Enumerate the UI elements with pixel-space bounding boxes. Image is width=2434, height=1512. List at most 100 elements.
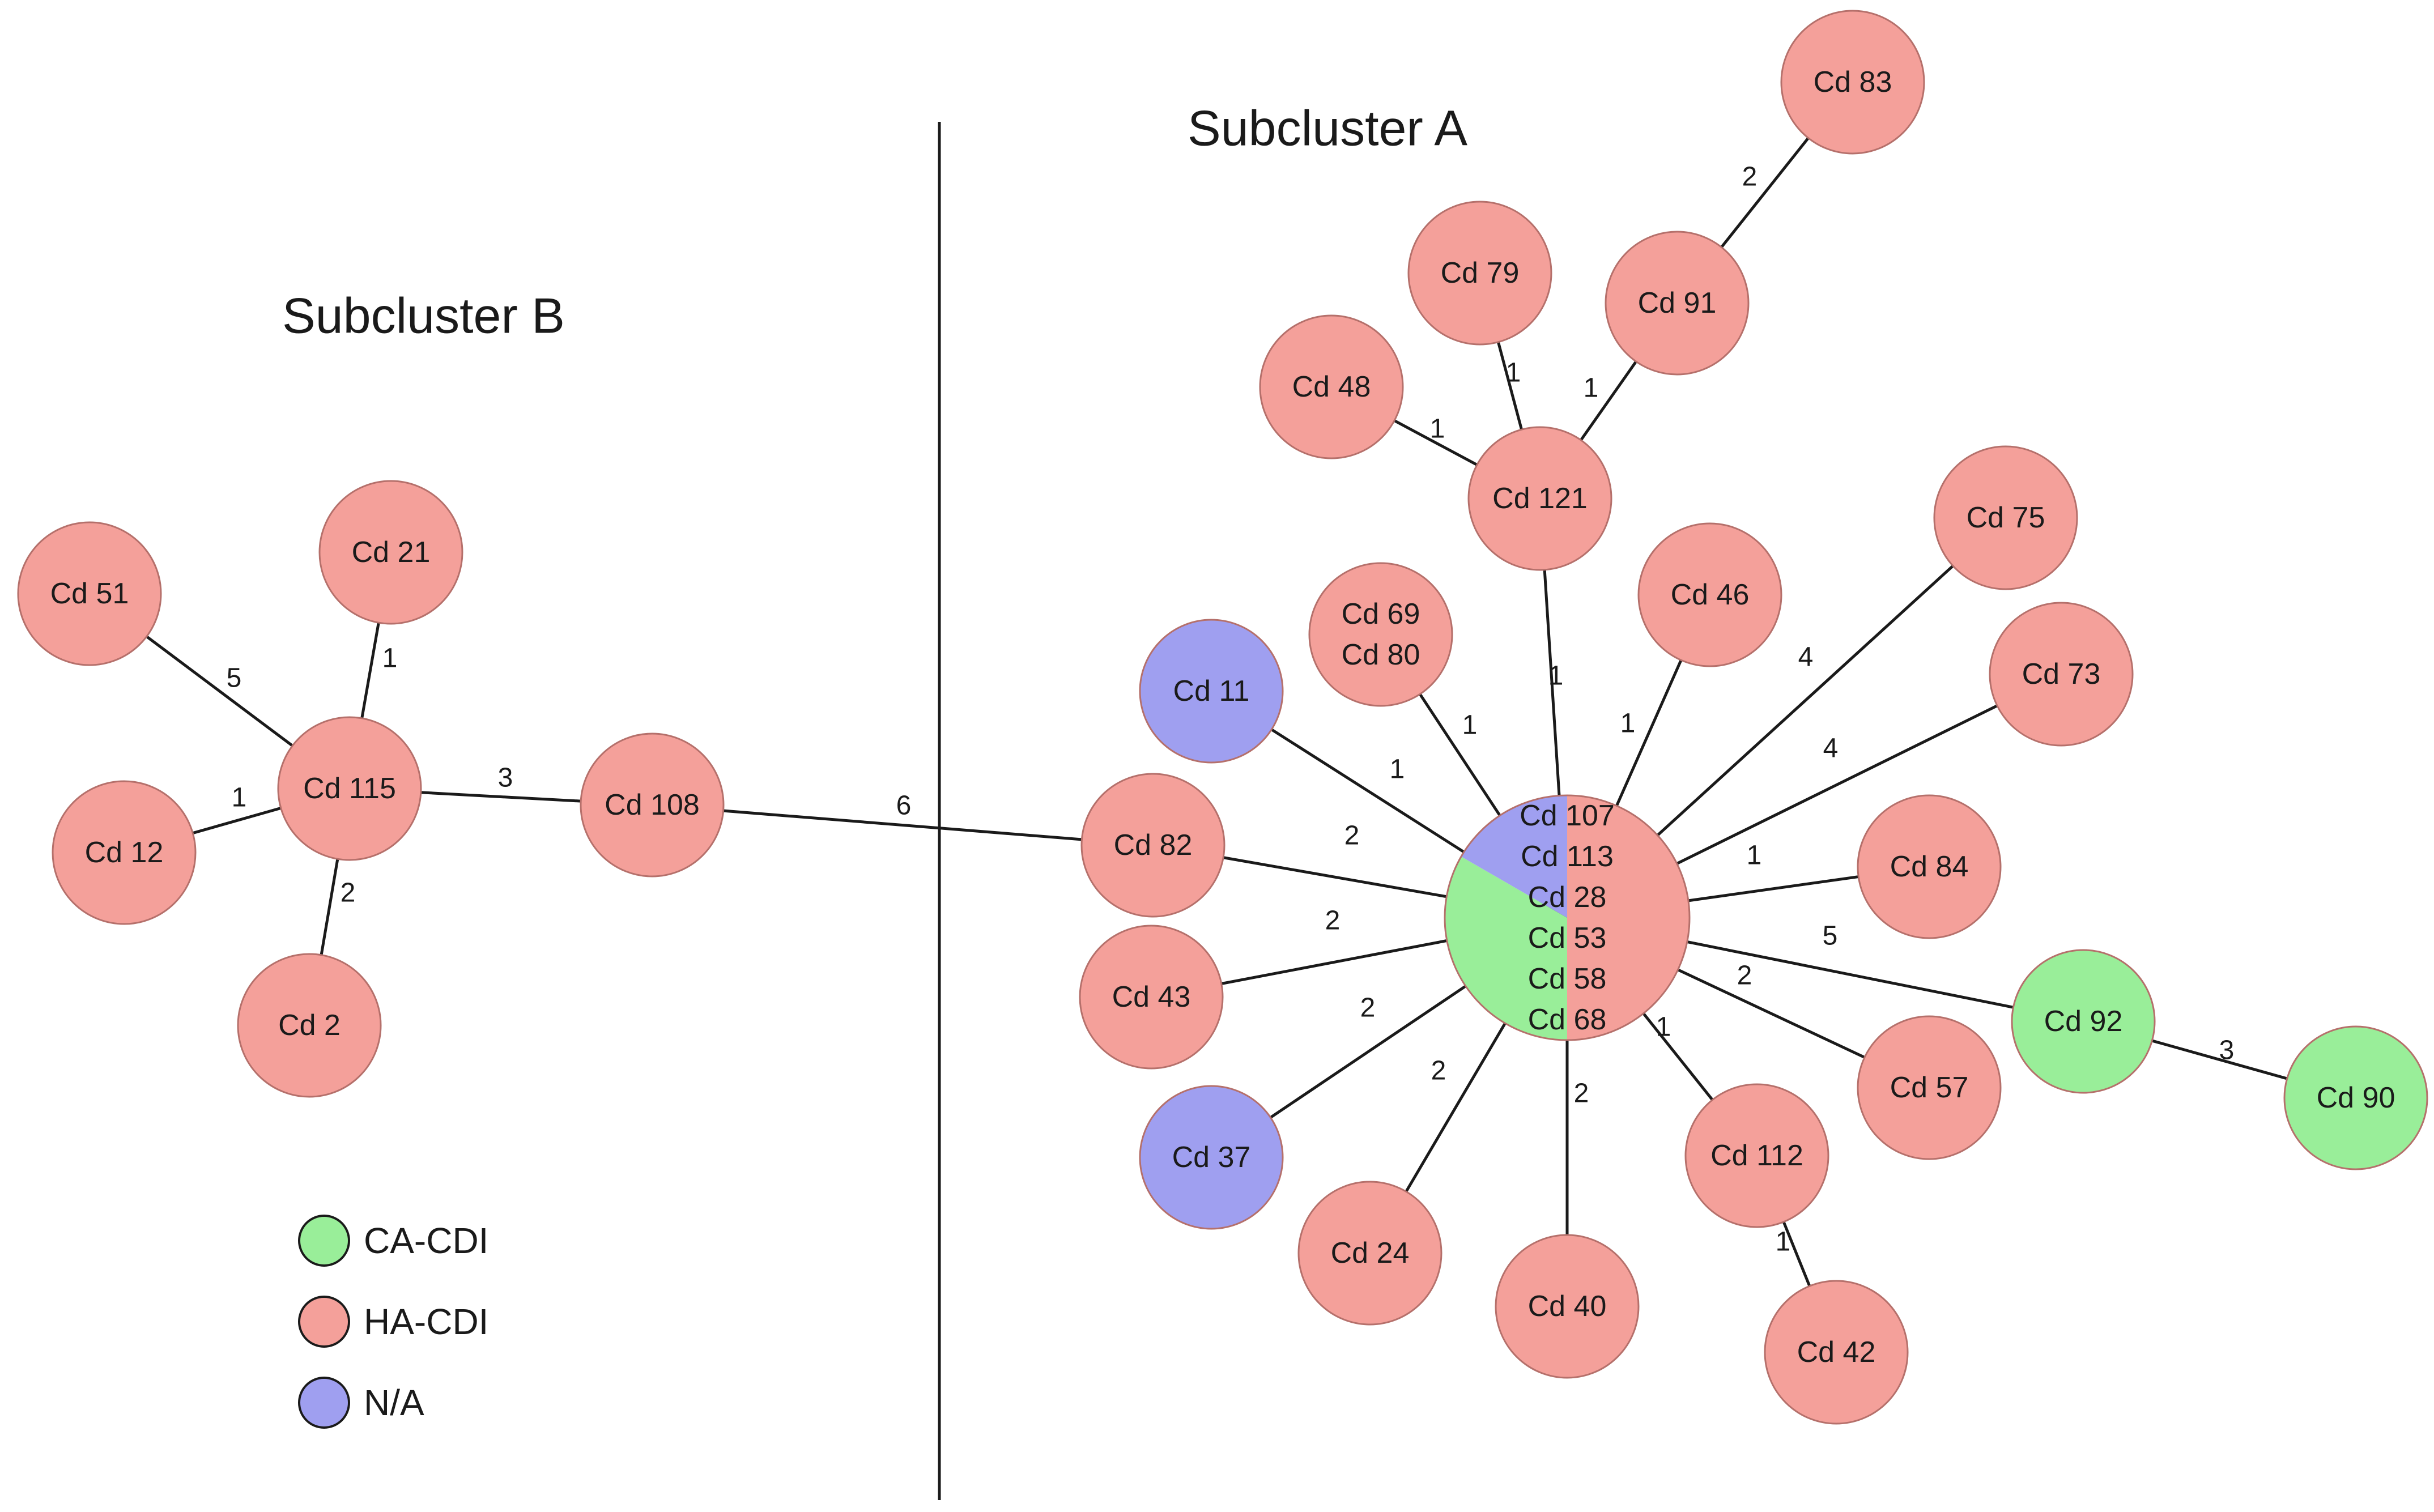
node-label: Cd 115	[303, 772, 396, 805]
node-circle	[52, 780, 197, 925]
edge-label-hub-cd11: 1	[1390, 755, 1405, 785]
node-label: Cd 121	[1492, 482, 1588, 515]
node-cd42[interactable]: Cd 42	[1764, 1280, 1909, 1425]
node-label: Cd 92	[2044, 1005, 2123, 1038]
node-cd91[interactable]: Cd 91	[1605, 231, 1750, 376]
node-label: Cd 90	[2317, 1081, 2395, 1114]
edge-label-cd121-cd79: 1	[1506, 358, 1521, 388]
edge-label-hub-cd82: 2	[1344, 821, 1360, 851]
edge-label-cd108-cd115: 3	[498, 763, 513, 793]
node-circle	[1933, 445, 2078, 590]
legend-swatch	[298, 1377, 350, 1429]
subcluster-a-title: Subcluster A	[1188, 100, 1467, 156]
node-cd121[interactable]: Cd 121	[1467, 426, 1612, 571]
node-cd82[interactable]: Cd 82	[1080, 773, 1225, 918]
node-cd115[interactable]: Cd 115	[277, 716, 422, 861]
node-label: Cd 46	[1671, 578, 1750, 611]
node-label: Cd 53	[1528, 922, 1607, 955]
node-cd43[interactable]: Cd 43	[1079, 925, 1224, 1070]
node-circle	[1857, 794, 2002, 939]
node-cd69-80[interactable]: Cd 69 Cd 80	[1308, 562, 1453, 707]
node-cd24[interactable]: Cd 24	[1297, 1181, 1442, 1326]
node-circle	[1989, 602, 2134, 747]
node-cd11[interactable]: Cd 11	[1139, 619, 1284, 764]
node-cd84[interactable]: Cd 84	[1857, 794, 2002, 939]
node-circle	[580, 732, 725, 878]
edge-label-hub-cd69_80: 1	[1462, 710, 1478, 740]
edge-label-hub-cd57: 2	[1737, 961, 1752, 991]
legend-label: HA-CDI	[364, 1301, 488, 1342]
node-cd79[interactable]: Cd 79	[1407, 201, 1552, 346]
node-label: Cd 21	[352, 536, 431, 569]
node-label: Cd 107	[1520, 799, 1615, 832]
node-cd73[interactable]: Cd 73	[1989, 602, 2134, 747]
node-label: Cd 80	[1342, 638, 1420, 671]
node-cd51[interactable]: Cd 51	[17, 521, 162, 666]
node-label: Cd 84	[1890, 850, 1969, 883]
node-label: Cd 73	[2022, 658, 2101, 691]
node-cd40[interactable]: Cd 40	[1495, 1234, 1640, 1379]
edge-label-hub-cd73: 4	[1823, 734, 1839, 764]
node-label: Cd 2	[278, 1009, 341, 1042]
node-circle	[17, 521, 162, 666]
legend-swatch	[298, 1296, 350, 1348]
node-label: Cd 91	[1638, 287, 1717, 320]
node-cd92[interactable]: Cd 92	[2011, 949, 2156, 1094]
node-circle	[1308, 562, 1453, 707]
node-cd83[interactable]: Cd 83	[1780, 10, 1925, 155]
edge-label-cd112-cd42: 1	[1776, 1227, 1791, 1257]
hub-slice-ha-cdi	[1567, 795, 1690, 1040]
edge-cd82-cd108	[652, 803, 1154, 847]
legend-item-ha-cdi: HA-CDI	[298, 1296, 488, 1348]
node-cd108[interactable]: Cd 108	[580, 732, 725, 878]
edge-label-hub-cd40: 2	[1574, 1079, 1589, 1109]
node-cd90[interactable]: Cd 90	[2283, 1025, 2428, 1170]
node-label: Cd 83	[1814, 66, 1892, 99]
node-cd48[interactable]: Cd 48	[1259, 314, 1404, 459]
node-label: Cd 68	[1528, 1003, 1607, 1036]
node-cd46[interactable]: Cd 46	[1637, 522, 1782, 667]
node-label: Cd 79	[1441, 257, 1520, 289]
legend-item-n-a: N/A	[298, 1377, 424, 1429]
edge-label-cd121-cd48: 1	[1430, 414, 1445, 444]
node-cd37[interactable]: Cd 37	[1139, 1085, 1284, 1230]
node-label: Cd 69	[1342, 598, 1420, 631]
node-cd75[interactable]: Cd 75	[1933, 445, 2078, 590]
subcluster-b-title: Subcluster B	[282, 288, 565, 344]
node-circle	[1637, 522, 1782, 667]
node-cd21[interactable]: Cd 21	[318, 480, 463, 625]
node-circle	[1079, 925, 1224, 1070]
node-circle	[237, 953, 382, 1098]
node-circle	[1467, 426, 1612, 571]
node-circle	[2011, 949, 2156, 1094]
node-label: Cd 43	[1112, 981, 1191, 1013]
edge-label-hub-cd24: 2	[1431, 1056, 1446, 1086]
edge-label-cd121-cd91: 1	[1584, 373, 1599, 403]
node-label: Cd 12	[85, 836, 164, 869]
node-cd12[interactable]: Cd 12	[52, 780, 197, 925]
node-cd57[interactable]: Cd 57	[1857, 1015, 2002, 1160]
hub-slice-ca-cdi	[1445, 857, 1567, 1040]
node-cd2[interactable]: Cd 2	[237, 953, 382, 1098]
node-label: Cd 75	[1967, 501, 2045, 534]
node-circle	[1297, 1181, 1442, 1326]
node-label: Cd 48	[1292, 370, 1371, 403]
edge-label-cd115-cd2: 2	[341, 878, 356, 908]
node-label: Cd 51	[50, 577, 129, 610]
node-circle	[1857, 1015, 2002, 1160]
node-circle	[318, 480, 463, 625]
node-cd112[interactable]: Cd 112	[1684, 1083, 1829, 1228]
node-label: Cd 28	[1528, 881, 1607, 914]
hub-slice-n-a	[1461, 795, 1567, 918]
node-circle	[1764, 1280, 1909, 1425]
node-label: Cd 40	[1528, 1290, 1607, 1323]
legend-label: CA-CDI	[364, 1220, 488, 1261]
node-label: Cd 24	[1331, 1237, 1410, 1270]
node-circle	[1605, 231, 1750, 376]
node-label: Cd 112	[1710, 1139, 1803, 1172]
node-label: Cd 11	[1173, 675, 1250, 708]
